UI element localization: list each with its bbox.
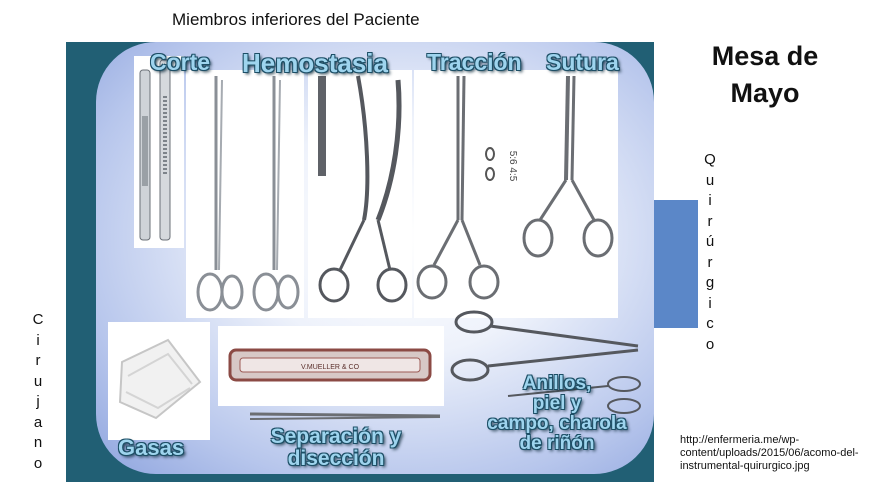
page-title: Mesa de Mayo — [700, 38, 830, 112]
category-hemostasia: Hemostasia — [242, 48, 388, 78]
category-corte: Corte — [150, 49, 211, 75]
category-separacion-line2: disección — [287, 447, 385, 471]
category-separacion: Separación y disección — [246, 425, 426, 471]
vertical-letter: i — [708, 192, 712, 209]
retractor-brand: V.MUELLER & CO — [301, 364, 360, 371]
scalpel-handles-panel — [134, 56, 184, 248]
retractor-panel: V.MUELLER & CO — [218, 326, 444, 406]
needle-holder-panel — [518, 70, 618, 318]
scissors-illustration — [196, 76, 300, 312]
forceps-illustration — [249, 412, 441, 420]
source-url: http://enfermeria.me/wp-content/uploads/… — [680, 434, 859, 472]
vertical-letter: C — [32, 311, 44, 328]
vertical-letter: j — [36, 393, 40, 410]
category-sutura: Sutura — [546, 49, 619, 75]
vertical-letter: ú — [705, 233, 715, 250]
vertical-letter: i — [36, 331, 40, 349]
vertical-letter: c — [706, 315, 714, 332]
vertical-letter: g — [705, 274, 715, 291]
category-anillos-line3: campo, charola — [487, 412, 627, 434]
vertical-label-cirujano: C i r u j a n o — [28, 310, 48, 474]
sponge-forceps-illustration — [450, 310, 641, 414]
vertical-letter: r — [707, 212, 713, 230]
category-anillos: Anillos, piel y campo, charola de riñón — [462, 374, 652, 454]
allis-clamp-illustration: 5:6 4:5 — [416, 75, 518, 300]
category-anillos-line2: piel y — [532, 392, 582, 414]
side-block — [654, 200, 698, 328]
category-traccion: Tracción — [427, 49, 522, 75]
vertical-letter: o — [705, 335, 715, 353]
vertical-letter: r — [35, 352, 41, 369]
vertical-label-quirurgico: Q u i r ú r g i c o — [700, 150, 720, 355]
sponge-forceps-area — [448, 304, 642, 424]
hemostat-illustration — [318, 75, 408, 303]
category-anillos-line4: de riñón — [519, 432, 595, 454]
title-line-1: Mesa de — [711, 41, 819, 71]
vertical-letter: u — [33, 372, 43, 390]
gauze-panel — [108, 322, 210, 440]
gauze-illustration — [118, 338, 202, 420]
hemostat-panel — [308, 70, 412, 318]
needle-holder-illustration — [522, 75, 614, 258]
vertical-letter: u — [705, 171, 715, 189]
retractor-illustration: V.MUELLER & CO — [228, 348, 432, 382]
top-caption: Miembros inferiores del Paciente — [172, 10, 420, 29]
vertical-letter: Q — [704, 151, 716, 168]
vertical-letter: n — [33, 434, 43, 451]
vertical-letter: i — [708, 294, 712, 312]
vertical-letter: a — [33, 413, 43, 431]
category-gasas: Gasas — [118, 435, 185, 460]
allis-clamp-panel: 5:6 4:5 — [414, 70, 518, 318]
vertical-letter: o — [33, 454, 43, 472]
clamp-numbers: 5:6 4:5 — [507, 151, 518, 182]
scalpel-handles-illustration — [139, 59, 171, 241]
vertical-letter: r — [707, 253, 713, 271]
title-line-2: Mayo — [730, 78, 800, 108]
scissors-panel — [186, 70, 304, 318]
category-anillos-line1: Anillos, — [522, 373, 592, 394]
category-separacion-line1: Separación y — [270, 425, 402, 448]
